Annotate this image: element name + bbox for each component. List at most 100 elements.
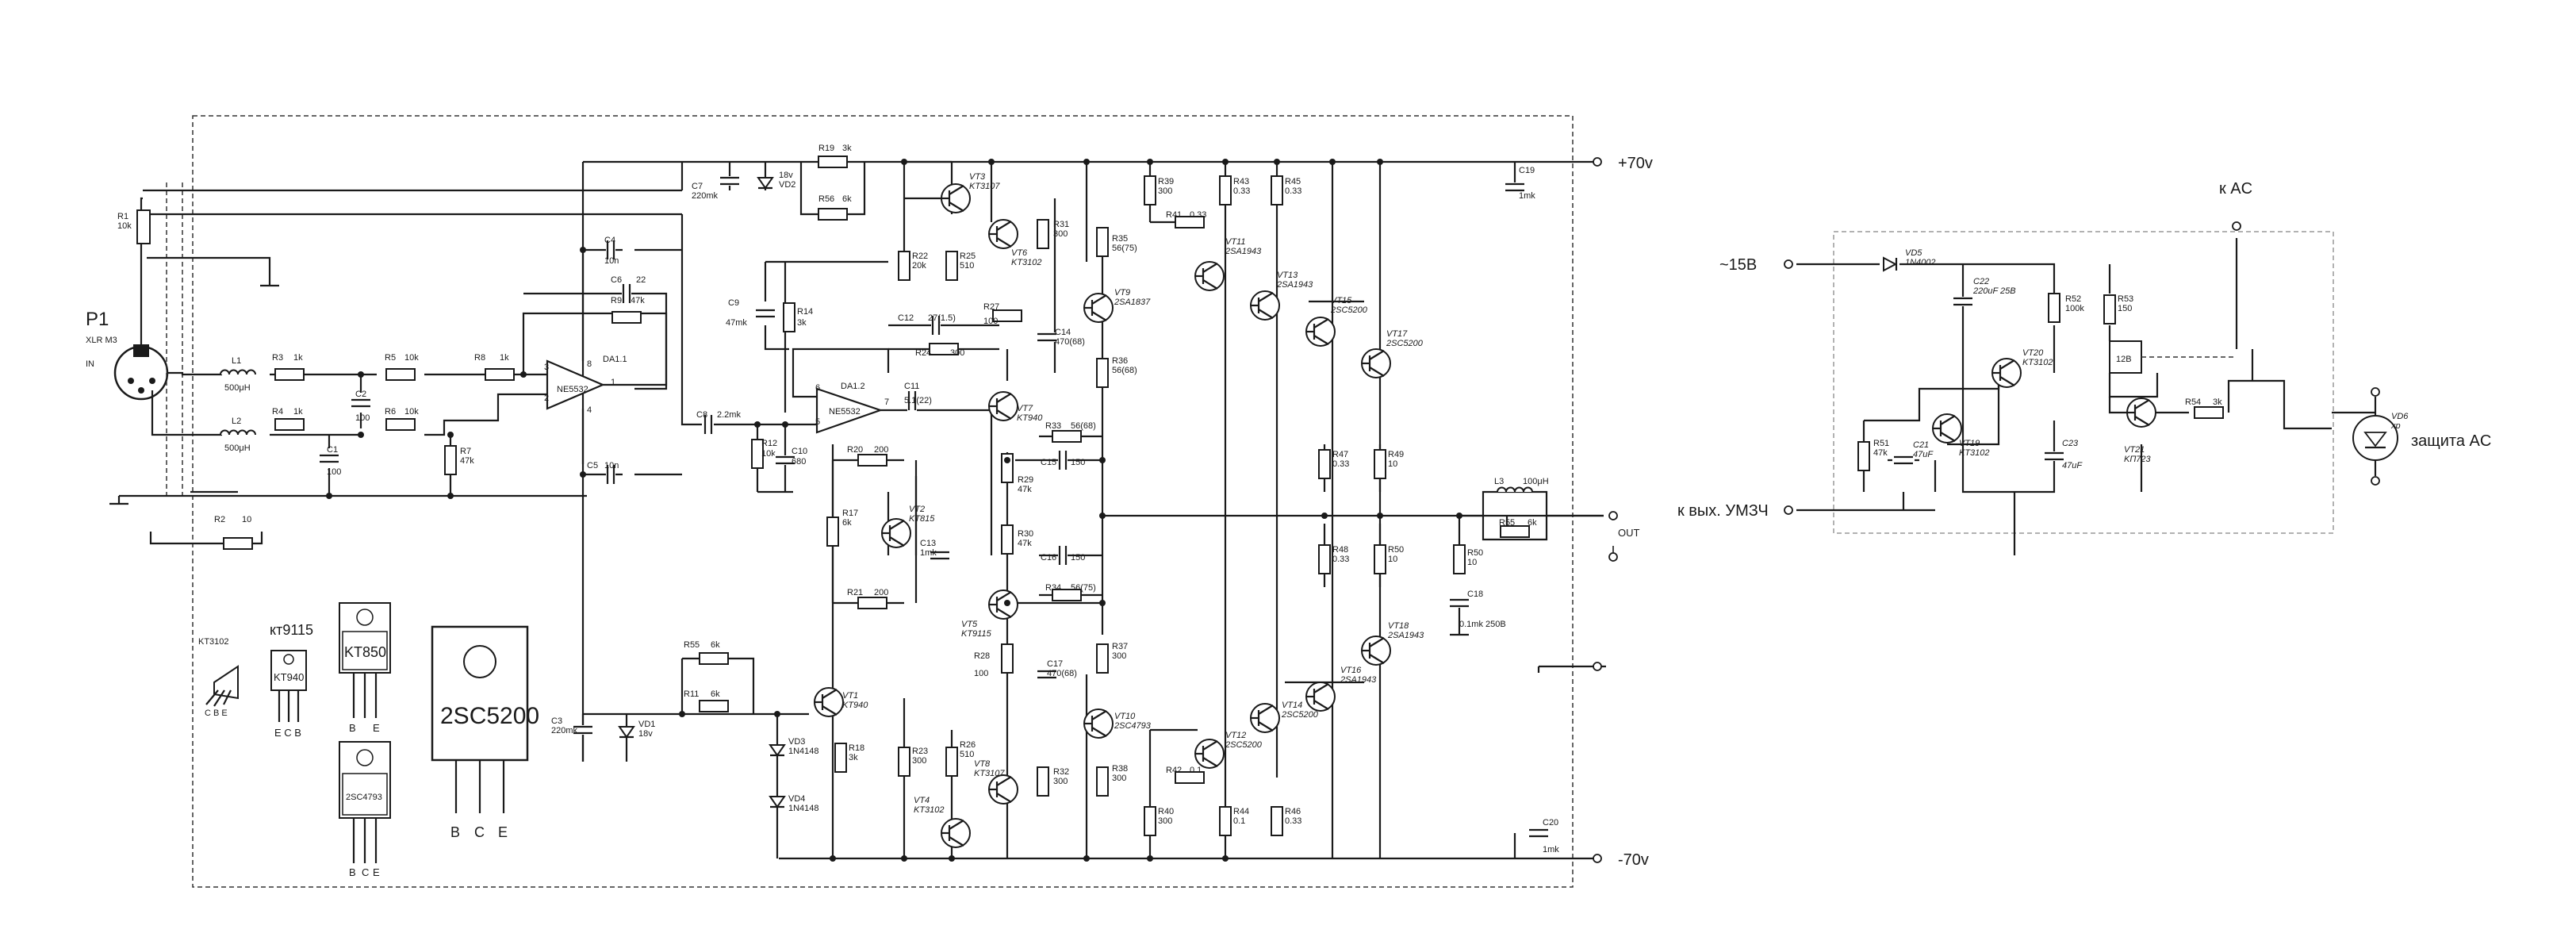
package-2sc5200 — [431, 625, 529, 813]
r6-ref: R6 — [385, 407, 396, 417]
led-terminal-top[interactable] — [2371, 387, 2380, 397]
da1-2-pin5: 5 — [815, 417, 820, 427]
gnd-terminal[interactable] — [1608, 552, 1618, 562]
c22 — [1950, 295, 1976, 308]
vt15-part: 2SC5200 — [1330, 305, 1368, 315]
vt5-ref: VT5 — [961, 620, 978, 629]
r48-ref: R50 — [1388, 545, 1404, 555]
speaker-terminal[interactable] — [2232, 221, 2241, 231]
c8-ref: C8 — [696, 410, 707, 420]
r41-val: 0.33 — [1233, 186, 1250, 196]
da1-1-pin4: 4 — [587, 405, 592, 415]
r14-val: 3k — [797, 318, 807, 328]
r6-val: 10k — [404, 407, 419, 417]
r49 — [1453, 544, 1466, 574]
protection-board-outline — [1833, 231, 2334, 534]
r31 — [1052, 430, 1082, 443]
2sc5200-pin-e: E — [498, 824, 508, 840]
vt4-ref: VT4 — [914, 796, 930, 805]
vt17-part: 2SC5200 — [1386, 339, 1424, 348]
supply-terminal[interactable] — [1784, 259, 1793, 269]
c16-ref: C16 — [1041, 553, 1056, 563]
vt11-ref: VT11 — [1225, 237, 1245, 247]
r4-ref: R4 — [272, 407, 283, 417]
vt4-part: KT3102 — [914, 805, 945, 815]
c10-val: 680 — [792, 457, 806, 467]
r36-val: 300 — [1112, 774, 1126, 783]
amp-out-terminal[interactable] — [1784, 505, 1793, 515]
da1-2-pin7: 7 — [884, 397, 889, 407]
amplifier-board-outline — [192, 115, 1574, 888]
vt16-ref: VT16 — [1340, 666, 1362, 675]
r47-ref: R49 — [1388, 450, 1404, 459]
r28 — [1001, 524, 1014, 555]
r5-val: 10k — [404, 353, 419, 363]
2sc4793-label: 2SC4793 — [346, 793, 382, 802]
vt9-part: 2SA1837 — [1114, 298, 1151, 307]
pos-rail-label: +70v — [1618, 155, 1653, 172]
vt9-transistor — [1083, 292, 1114, 324]
r26 — [1001, 643, 1014, 674]
r9-val: 47k — [631, 296, 645, 305]
vt14-part: 2SC5200 — [1281, 710, 1319, 720]
vt1-ref: VT1 — [842, 691, 858, 701]
r18-ref: R20 — [847, 445, 863, 455]
da1-2-part: NE5532 — [829, 407, 861, 417]
r16-val: 3k — [849, 753, 858, 762]
c1-val: 100 — [327, 467, 341, 477]
vd6-val: xp — [2390, 421, 2401, 431]
c13-ref: C13 — [920, 539, 936, 548]
r32-ref: R34 — [1045, 583, 1061, 593]
neg-rail-terminal[interactable] — [1593, 854, 1602, 863]
vt7-part: KT940 — [1017, 413, 1043, 423]
junctions — [326, 159, 1462, 862]
r2 — [223, 537, 253, 550]
vt5-transistor — [987, 589, 1019, 620]
r18 — [857, 454, 887, 467]
c4-val: 10n — [604, 256, 619, 266]
c14-ref: C14 — [1055, 328, 1071, 337]
r40-val: 0.1 — [1190, 766, 1202, 775]
r51-val: 47k — [1873, 448, 1888, 458]
r1 — [136, 209, 151, 244]
r43-val: 0.33 — [1285, 186, 1301, 196]
r54 — [2194, 406, 2224, 419]
l2-ref: L2 — [232, 417, 241, 426]
gnd-terminal[interactable] — [1593, 662, 1602, 671]
r56 — [818, 208, 848, 221]
ground-symbol — [108, 494, 130, 505]
r48 — [1374, 544, 1386, 574]
c15-val: 150 — [1071, 458, 1085, 467]
xlr-type-label: XLR M3 — [86, 336, 117, 345]
c1-ref: C1 — [327, 445, 338, 455]
l1-ref: L1 — [232, 356, 241, 366]
c10-ref: C10 — [792, 447, 807, 456]
r17-ref: R19 — [818, 144, 834, 153]
vd2-ref: VD2 — [779, 180, 795, 190]
c23-val: 47uF — [2062, 461, 2083, 470]
r44-ref: R46 — [1285, 807, 1301, 816]
r36-ref: R38 — [1112, 764, 1128, 774]
r8-ref: R8 — [474, 353, 485, 363]
r45 — [1318, 449, 1331, 479]
r18-val: 200 — [874, 445, 888, 455]
vt21-val: KП723 — [2124, 455, 2152, 464]
out-terminal[interactable] — [1608, 511, 1618, 520]
r16-ref: R18 — [849, 743, 864, 753]
2sc4793-pin-c: C — [362, 866, 369, 878]
c18 — [1447, 597, 1472, 609]
c22-ref: C22 — [1973, 277, 1989, 286]
out-label: OUT — [1618, 527, 1640, 539]
led-terminal-bottom[interactable] — [2371, 476, 2380, 486]
da1-1-part: NE5532 — [557, 385, 588, 394]
r25-ref: R27 — [983, 302, 999, 312]
r53-val: 150 — [2118, 304, 2132, 313]
vd6-ref: VD6 — [2391, 412, 2409, 421]
pos-rail-terminal[interactable] — [1593, 157, 1602, 167]
r35-ref: R37 — [1112, 642, 1128, 651]
vt17-ref: VT17 — [1386, 329, 1408, 339]
amp-out-label: к вых. УМЗЧ — [1677, 502, 1769, 520]
vt14-ref: VT14 — [1282, 701, 1302, 710]
c6-ref: C6 — [611, 275, 622, 285]
r2-val: 10 — [242, 515, 251, 524]
